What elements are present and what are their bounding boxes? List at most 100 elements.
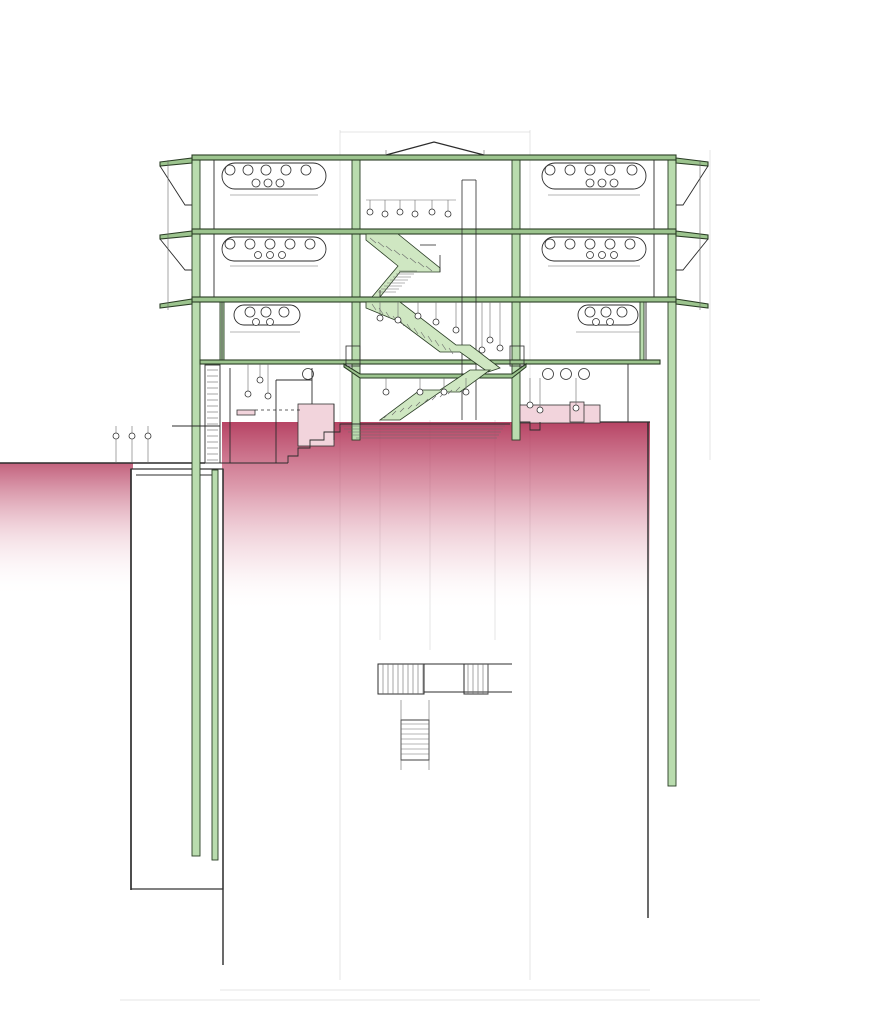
pendant-bulb — [366, 208, 374, 216]
stair-tread — [385, 245, 393, 252]
fixture-circle — [584, 306, 596, 318]
stair-tread — [448, 347, 454, 355]
fixture-circle — [624, 238, 636, 250]
stair-tread — [417, 261, 425, 268]
fixture-circle — [544, 164, 556, 176]
ground-fill — [0, 421, 650, 612]
fixture-circle — [260, 306, 272, 318]
fixture-circle — [244, 238, 256, 250]
fixture-circle — [278, 251, 286, 259]
balconies-right — [675, 157, 709, 310]
pendant-bulb — [440, 388, 448, 396]
interior-partitions — [213, 160, 655, 420]
fixture-circle — [626, 164, 638, 176]
pendant-bulb — [394, 316, 402, 324]
pendant-bulb — [444, 210, 452, 218]
fixture-circle — [560, 368, 572, 380]
stair-tread — [420, 331, 426, 339]
fixture-circle — [266, 318, 274, 326]
fixture-circle — [584, 164, 596, 176]
pendant-bulb — [414, 312, 422, 320]
fixture-circle — [578, 368, 590, 380]
stair-tread — [407, 404, 413, 410]
stair-tread — [377, 241, 385, 248]
fixture-circle — [302, 368, 314, 380]
fixture-circle — [251, 178, 261, 188]
fixture-circle — [242, 164, 254, 176]
pendant-bulb — [411, 210, 419, 218]
pendant-bulb — [452, 326, 460, 334]
fixture-circle — [542, 368, 554, 380]
stair-tread — [409, 257, 417, 264]
fixture-circle — [598, 251, 606, 259]
stair-tread — [401, 253, 409, 260]
fixture-circle — [264, 238, 276, 250]
fixture-circle — [606, 318, 614, 326]
stair-tread — [415, 401, 421, 407]
pendant-lamps — [112, 200, 580, 463]
fixture-circle — [584, 238, 596, 250]
fixture-circle — [544, 238, 556, 250]
fixture-circle — [609, 178, 619, 188]
pendant-bulb — [112, 432, 120, 440]
stair-tread — [399, 407, 405, 413]
stair-tread — [393, 249, 401, 256]
pendant-bulb — [572, 404, 580, 412]
stair-tread — [423, 398, 429, 404]
fixture-circle — [610, 251, 618, 259]
pendant-bulb — [536, 406, 544, 414]
fixture-circles — [224, 164, 638, 380]
stair-treads — [369, 237, 461, 419]
stair-tread — [369, 237, 377, 244]
fixture-circle — [278, 306, 290, 318]
fixture-circle — [224, 164, 236, 176]
stair-tread — [391, 410, 397, 416]
stair-tread — [427, 335, 433, 343]
fixture-circle — [280, 164, 292, 176]
pendant-bulb — [244, 390, 252, 398]
pendant-bulb — [416, 388, 424, 396]
fixture-circle — [585, 178, 595, 188]
plan-treads — [382, 664, 489, 755]
balconies-left — [159, 157, 193, 310]
pendant-bulb — [264, 392, 272, 400]
pendant-bulb — [396, 208, 404, 216]
pendant-bulb — [144, 432, 152, 440]
stair-tread — [431, 395, 437, 401]
pendant-bulb — [462, 388, 470, 396]
stair-tread — [378, 307, 384, 315]
fixture-circle — [604, 164, 616, 176]
atrium-railings — [345, 199, 525, 367]
fixture-circle — [616, 306, 628, 318]
pendant-bulb — [496, 344, 504, 352]
ceiling-fixtures — [221, 162, 647, 333]
fixture-circle — [300, 164, 312, 176]
fixture-circle — [224, 238, 236, 250]
pendant-bulb — [256, 376, 264, 384]
stair-tread — [383, 413, 389, 419]
pendant-bulb — [526, 401, 534, 409]
fixture-circle — [244, 306, 256, 318]
foundation-piles — [130, 422, 677, 965]
fixture-circle — [284, 238, 296, 250]
pendant-bulb — [432, 318, 440, 326]
stair-tread — [434, 339, 440, 347]
fixture-circle — [564, 164, 576, 176]
pendant-bulb — [382, 388, 390, 396]
roof-lantern — [385, 141, 485, 156]
stair-tread — [385, 311, 391, 319]
stair-tread — [425, 265, 433, 272]
fixture-circle — [260, 164, 272, 176]
stair-tread — [441, 343, 447, 351]
auditorium-steps — [207, 369, 505, 461]
fixture-circle — [254, 251, 262, 259]
pendant-bulb — [128, 432, 136, 440]
pendant-bulb — [428, 208, 436, 216]
fixture-circle — [597, 178, 607, 188]
pendant-bulb — [376, 314, 384, 322]
fixture-circle — [263, 178, 273, 188]
stair-tread — [371, 303, 377, 311]
fixture-circle — [252, 318, 260, 326]
